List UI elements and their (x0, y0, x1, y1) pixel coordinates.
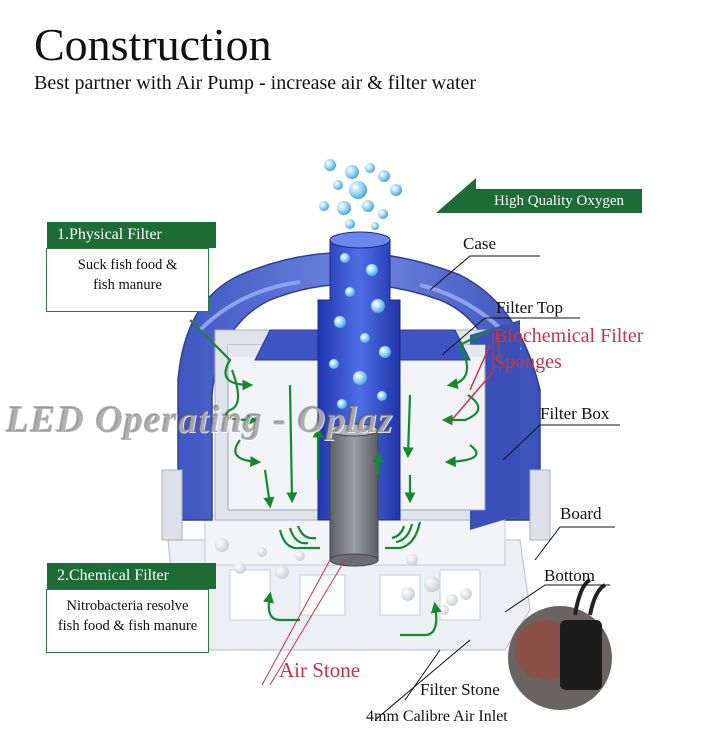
sponges-label: Sponges (494, 351, 562, 373)
filter-stone-label: Filter Stone (420, 680, 500, 699)
chemical-filter-line2: fish food & fish manure (57, 618, 198, 634)
air-stone-label: Air Stone (279, 658, 361, 682)
filter-box-label: Filter Box (540, 404, 610, 423)
chemical-filter-line1: Nitrobacteria resolve (66, 598, 189, 614)
filter-top-label: Filter Top (496, 298, 563, 317)
case-label: Case (463, 234, 497, 253)
callout-lines (374, 255, 620, 721)
watermark: LED Operating - Oplaz (6, 399, 394, 441)
physical-filter-heading: 1.Physical Filter (47, 222, 216, 248)
air-stone (329, 423, 379, 567)
board-label: Board (560, 504, 602, 523)
air-inlet-photo (508, 578, 612, 710)
chemical-filter-description: Nitrobacteria resolve fish food & fish m… (46, 589, 209, 653)
physical-filter-description: Suck fish food & fish manure (46, 248, 209, 312)
red-callout-lines (261, 329, 501, 686)
air-inlet-label: 4mm Calibre Air Inlet (366, 708, 508, 725)
oxygen-arrow-tip (436, 178, 476, 213)
red-callout-arrows (449, 344, 494, 423)
chemical-filter-heading: 2.Chemical Filter (47, 563, 216, 589)
page-title: Construction (34, 19, 272, 70)
oxygen-label: High Quality Oxygen (476, 189, 642, 213)
water-flow-arrows (189, 319, 491, 637)
physical-filter-line1: Suck fish food & (77, 257, 178, 273)
oxygen-bubbles (319, 159, 402, 409)
biochemical-filter-label: Biochemical Filter (494, 325, 644, 347)
case-dome (161, 251, 551, 541)
base-bubbles (215, 538, 472, 615)
physical-filter-line2: fish manure (93, 277, 162, 293)
page-subtitle: Best partner with Air Pump - increase ai… (34, 72, 477, 94)
bottom-label: Bottom (544, 566, 596, 585)
